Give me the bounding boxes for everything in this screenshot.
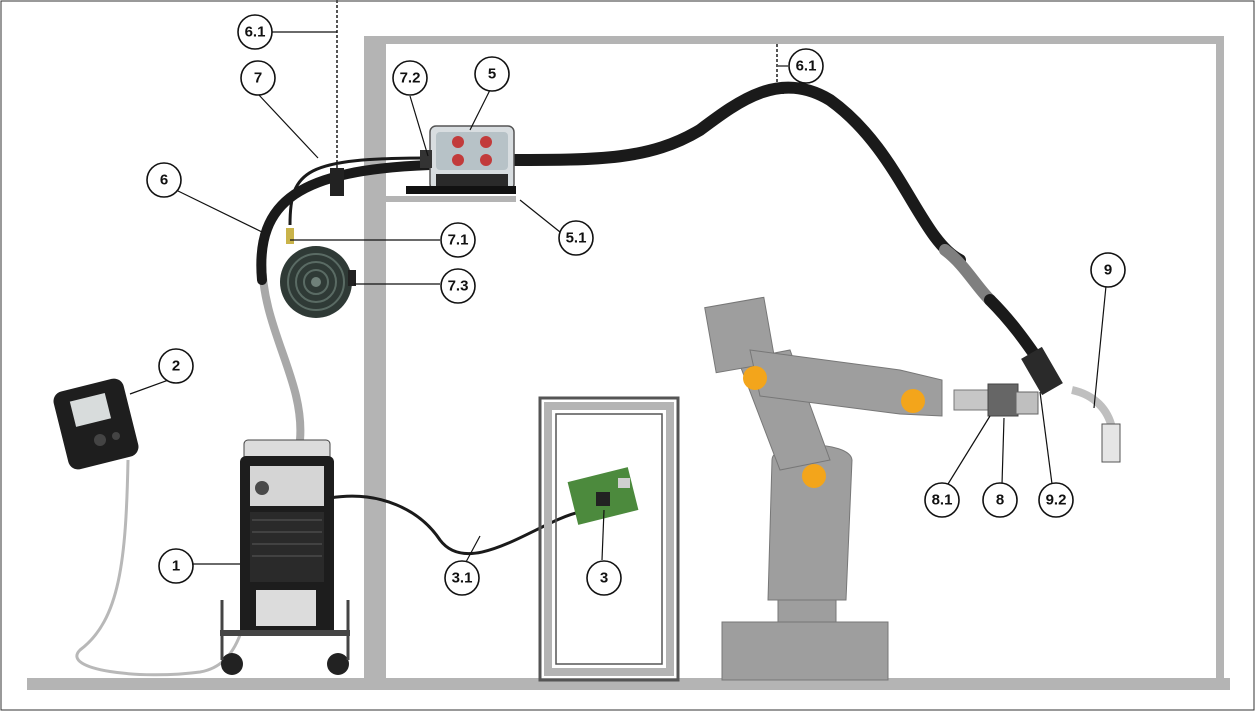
- callout-5.1: 5.1: [558, 220, 594, 256]
- remote-cable: [75, 459, 257, 677]
- callout-3.1: 3.1: [444, 560, 480, 596]
- callout-9.2: 9.2: [1038, 482, 1074, 518]
- callout-label: 3: [600, 570, 608, 587]
- callout-8: 8: [982, 482, 1018, 518]
- callout-label: 8: [996, 492, 1004, 509]
- callout-label: 9.2: [1046, 492, 1067, 509]
- callout-2: 2: [158, 348, 194, 384]
- callout-label: 7: [254, 70, 262, 87]
- callout-9: 9: [1090, 252, 1126, 288]
- callout-6.1-right: 6.1: [788, 48, 824, 84]
- feeder-shelf: [386, 196, 516, 202]
- interface-board: [567, 467, 639, 525]
- callout-label: 5: [488, 66, 496, 83]
- wire-drum: [280, 228, 356, 318]
- callout-label: 6.1: [796, 58, 817, 75]
- callout-8.1: 8.1: [924, 482, 960, 518]
- hose-clamp: [330, 168, 344, 196]
- callout-label: 7.2: [400, 70, 421, 87]
- robot-control-cabinet: [538, 396, 680, 682]
- power-source: [220, 439, 350, 675]
- callout-label: 7.1: [448, 232, 469, 249]
- callout-7: 7: [240, 60, 276, 96]
- callout-label: 1: [172, 558, 180, 575]
- callout-3: 3: [586, 560, 622, 596]
- callout-7.2: 7.2: [392, 60, 428, 96]
- torch-hosepack-grey: [939, 244, 996, 306]
- callout-1: 1: [158, 548, 194, 584]
- welding-robot: [704, 296, 1039, 681]
- welding-torch: [1021, 346, 1121, 463]
- callout-label: 5.1: [566, 230, 587, 247]
- callout-label: 2: [172, 358, 180, 375]
- callout-label: 9: [1104, 262, 1112, 279]
- remote-control: [53, 378, 139, 470]
- wire-feed-hose: [288, 156, 431, 226]
- leader-lines: [129, 31, 1107, 565]
- callout-7.1: 7.1: [440, 222, 476, 258]
- callout-label: 6: [160, 172, 168, 189]
- interconnect-hose-grey: [258, 256, 305, 444]
- callout-label: 3.1: [452, 570, 473, 587]
- callout-label: 8.1: [932, 492, 953, 509]
- wire-feeder: [406, 125, 516, 194]
- callout-label: 6.1: [245, 24, 266, 41]
- room-frame: [364, 36, 1224, 680]
- callout-6: 6: [146, 162, 182, 198]
- callout-6.1-top: 6.1: [237, 14, 273, 50]
- callout-7.3: 7.3: [440, 268, 476, 304]
- torch-hosepack: [504, 81, 966, 266]
- callout-label: 7.3: [448, 278, 469, 295]
- callout-5: 5: [474, 56, 510, 92]
- floor: [27, 678, 1230, 690]
